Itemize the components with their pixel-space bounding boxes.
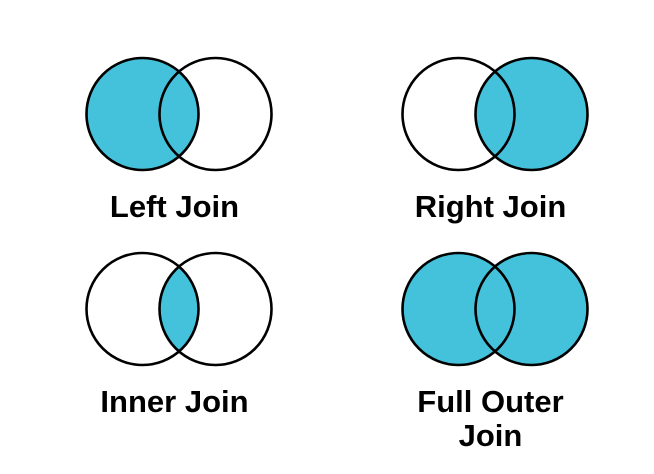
- right-circle-outline: [158, 251, 273, 367]
- right-circle-outline: [158, 56, 273, 172]
- diagram-full-outer-join: Full Outer Join: [327, 237, 654, 474]
- diagram-label-right-join: Right Join: [414, 189, 567, 224]
- diagram-label-left-join: Left Join: [109, 189, 240, 224]
- diagram-inner-join: Inner Join: [0, 237, 327, 474]
- diagram-label-inner-join: Inner Join: [100, 384, 249, 419]
- diagram-left-join: Left Join: [0, 0, 327, 237]
- intersection-fill: [475, 253, 515, 365]
- left-circle-outline: [85, 251, 200, 367]
- venn-right-join: [401, 56, 589, 172]
- diagram-right-join: Right Join: [327, 0, 654, 237]
- left-circle-outline: [401, 251, 516, 367]
- left-circle-outline: [85, 56, 200, 172]
- intersection-fill: [475, 58, 515, 170]
- right-circle-outline: [474, 56, 589, 172]
- venn-left-join: [85, 56, 273, 172]
- right-circle-outline: [474, 251, 589, 367]
- venn-full-outer-join: [401, 251, 589, 367]
- left-circle-outline: [401, 56, 516, 172]
- intersection-fill: [159, 253, 199, 365]
- diagram-label-full-outer-join: Full Outer Join: [417, 384, 564, 454]
- venn-inner-join: [85, 251, 273, 367]
- intersection-fill: [159, 58, 199, 170]
